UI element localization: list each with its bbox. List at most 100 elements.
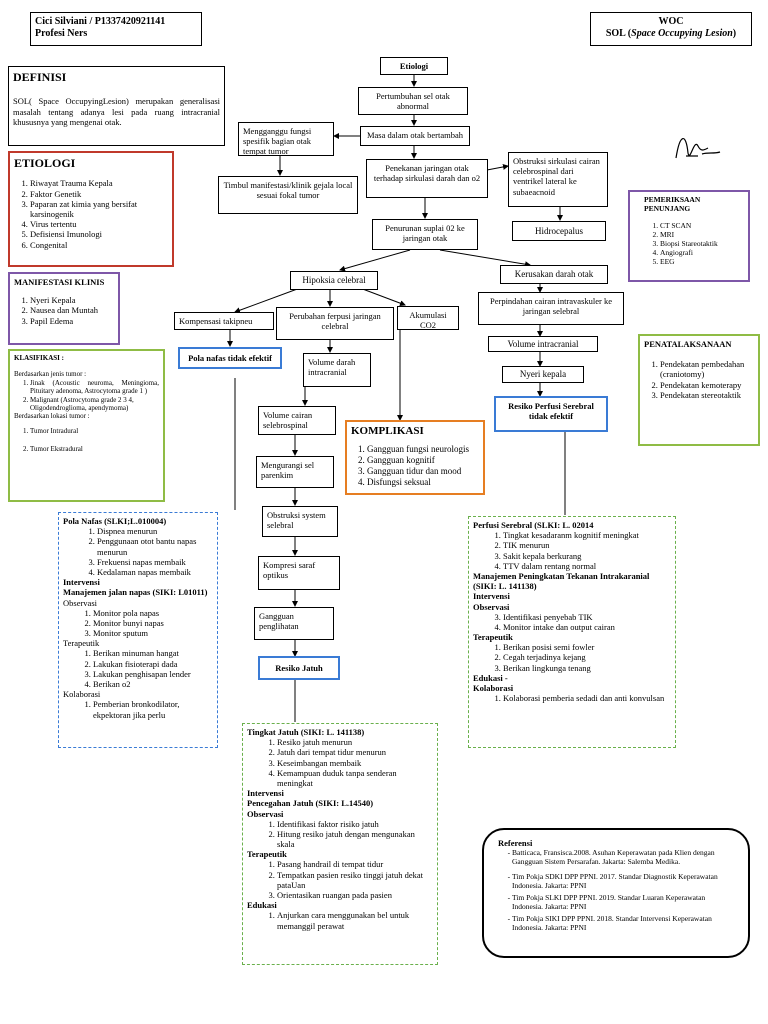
pola-ter-item: Berikan minuman hangat — [93, 648, 213, 658]
pemeriksaan-item: CT SCAN — [660, 221, 744, 230]
pola-observasi: Observasi — [63, 597, 97, 608]
flow-pola-nafas: Pola nafas tidak efektif — [178, 347, 282, 369]
flow-gangguan: Gangguan penglihatan — [254, 607, 334, 640]
jatuh-pencegahan: Pencegahan Jatuh (SIKI: L.14540) — [247, 798, 374, 809]
flow-perpindahan: Perpindahan cairan intravaskuler ke jari… — [478, 292, 624, 325]
jatuh-outcome: Kemampuan duduk tanpa senderan meningkat — [277, 768, 433, 788]
jatuh-terapeutik: Terapeutik — [247, 849, 287, 860]
definisi-box: DEFINISI SOL( Space OccupyingLesion) mer… — [8, 66, 225, 146]
klasifikasi-box: KLASIFIKASI : Berdasarkan jenis tumor : … — [8, 349, 165, 502]
pemeriksaan-item: MRI — [660, 230, 744, 239]
pola-kol-item: Pemberian bronkodilator, ekpektoran jika… — [93, 699, 213, 719]
jatuh-title: Tingkat Jatuh (SIKI: L. 141138) — [247, 727, 365, 737]
perfusi-terapeutik: Terapeutik — [473, 632, 513, 643]
pola-ter-item: Berikan o2 — [93, 679, 213, 689]
perfusi-ter-item: Cegah terjadinya kejang — [503, 652, 671, 662]
jatuh-ter-item: Orientasikan ruangan pada pasien — [277, 890, 433, 900]
klasifikasi-lokasi-label: Berdasarkan lokasi tumor : — [14, 412, 90, 421]
pola-ter-item: Lakukan fisioterapi dada — [93, 659, 213, 669]
referensi-title: Referensi — [498, 838, 533, 848]
perfusi-ter-item: Berikan posisi semi fowler — [503, 642, 671, 652]
woc-subtitle: SOL (Space Occupying Lesion) — [605, 28, 737, 39]
manifestasi-item: Nausea dan Muntah — [30, 305, 114, 315]
flow-resiko-jatuh: Resiko Jatuh — [258, 656, 340, 680]
jatuh-ter-item: Tempatkan pasien resiko tinggi jatuh dek… — [277, 870, 433, 890]
flow-resiko-perfusi: Resiko Perfusi Serebral tidak efektif — [494, 396, 608, 432]
etiologi-box: ETIOLOGI Riwayat Trauma Kepala Faktor Ge… — [8, 151, 174, 267]
etiologi-item: Paparan zat kimia yang bersifat karsinog… — [30, 199, 168, 219]
perfusi-outcome: TTV dalam rentang normal — [503, 561, 671, 571]
flow-hipoksia: Hipoksia celebral — [290, 271, 378, 290]
jatuh-outcome: Resiko jatuh menurun — [277, 737, 433, 747]
referensi-item: Tim Pokja SIKI DPP PPNI. 2018. Standar I… — [512, 914, 734, 932]
penatalaksanaan-item: Pendekatan kemoterapy — [660, 380, 754, 390]
perfusi-kolaborasi: Kolaborasi — [473, 683, 514, 693]
pola-outcome: Kedalaman napas membaik — [97, 567, 213, 577]
manifestasi-item: Nyeri Kepala — [30, 295, 114, 305]
definisi-text: SOL( Space OccupyingLesion) merupakan ge… — [13, 96, 220, 127]
referensi-box: Referensi Batticaca, Fransisca.2008. Asu… — [482, 828, 750, 958]
flow-obstruksi-system: Obstruksi system selebral — [262, 506, 338, 537]
flow-volume-cairan: Volume cairan selebrospinal — [258, 406, 336, 435]
jatuh-ter-item: Pasang handrail di tempat tidur — [277, 859, 433, 869]
etiologi-item: Riwayat Trauma Kepala — [30, 178, 168, 188]
jatuh-obs-item: Hitung resiko jatuh dengan mengunakan sk… — [277, 829, 433, 849]
perfusi-kol-item: Kolaborasi pemberia sedadi dan anti konv… — [503, 693, 671, 703]
manifestasi-item: Papil Edema — [30, 316, 114, 326]
tingkat-jatuh-detail: Tingkat Jatuh (SIKI: L. 141138) Resiko j… — [242, 723, 438, 965]
pola-obs-item: Monitor pola napas — [93, 608, 213, 618]
klasifikasi-jenis-item: Jinak (Acoustic neuroma, Meningioma, Pit… — [30, 379, 159, 396]
definisi-title: DEFINISI — [13, 70, 67, 84]
perfusi-obs-item: Monitor intake dan output cairan — [503, 622, 671, 632]
flow-volume-intra: Volume intracranial — [488, 336, 598, 352]
flow-kompresi: Kompresi saraf optikus — [258, 556, 340, 590]
komplikasi-item: Disfungsi seksual — [367, 477, 479, 488]
woc-label: WOC — [658, 16, 684, 27]
perfusi-outcome: Sakit kepala berkurang — [503, 551, 671, 561]
pemeriksaan-item: Angiografi — [660, 248, 744, 257]
perfusi-title: Perfusi Serebral (SLKI: L. 02014 — [473, 520, 594, 530]
perfusi-observasi: Observasi — [473, 601, 510, 612]
pemeriksaan-title: PEMERIKSAAN PENUNJANG — [644, 195, 701, 213]
flow-pertumbuhan: Pertumbuhan sel otak abnormal — [358, 87, 468, 115]
pemeriksaan-box: PEMERIKSAAN PENUNJANG CT SCAN MRI Biopsi… — [628, 190, 750, 282]
flow-perubahan: Perubahan ferpusi jaringan celebral — [276, 307, 394, 340]
flow-kerusakan: Kerusakan darah otak — [500, 265, 608, 284]
etiologi-item: Faktor Genetik — [30, 189, 168, 199]
pola-title: Pola Nafas (SLKI;L.010004) — [63, 516, 167, 526]
jatuh-outcome: Keseimbangan membaik — [277, 758, 433, 768]
pola-manajemen: Manajemen jalan napas (SIKI: L01011) — [63, 587, 208, 598]
author-box: Cici Silviani / P1337420921141 Profesi N… — [30, 12, 202, 46]
pola-intervensi: Intervensi — [63, 577, 100, 588]
penatalaksanaan-item: Pendekatan pembedahan (craniotomy) — [660, 359, 754, 379]
jatuh-observasi: Observasi — [247, 808, 284, 819]
flow-volume-darah: Volume darah intracranial — [303, 353, 371, 387]
jatuh-edu-item: Anjurkan cara menggunakan bel untuk mema… — [277, 910, 433, 930]
flow-penurunan: Penurunan suplai 02 ke jaringan otak — [372, 219, 478, 250]
jatuh-obs-item: Identifikasi faktor risiko jatuh — [277, 819, 433, 829]
komplikasi-item: Gangguan fungsi neurologis — [367, 444, 479, 455]
referensi-item: Tim Pokja SLKI DPP PPNI. 2019. Standar L… — [512, 893, 734, 911]
perfusi-detail: Perfusi Serebral (SLKI: L. 02014 Tingkat… — [468, 516, 676, 748]
flow-nyeri: Nyeri kepala — [502, 366, 584, 383]
jatuh-intervensi: Intervensi — [247, 788, 284, 799]
etiologi-title: ETIOLOGI — [14, 156, 76, 170]
flow-etiologi: Etiologi — [380, 57, 448, 75]
referensi-item: Tim Pokja SDKI DPP PPNI. 2017. Standar D… — [512, 872, 734, 890]
jatuh-edukasi: Edukasi — [247, 900, 277, 911]
flow-mengganggu: Mengganggu fungsi spesifik bagian otak t… — [238, 122, 334, 156]
pola-kolaborasi: Kolaborasi — [63, 689, 101, 700]
author-program: Profesi Ners — [35, 28, 88, 39]
klasifikasi-title: KLASIFIKASI : — [14, 354, 64, 362]
woc-title-box: WOC SOL (Space Occupying Lesion) — [590, 12, 752, 46]
komplikasi-title: KOMPLIKASI — [351, 425, 424, 437]
flow-penekanan: Penekanan jaringan otak terhadap sirkula… — [366, 159, 488, 198]
penatalaksanaan-item: Pendekatan stereotaktik — [660, 390, 754, 400]
pola-ter-item: Lakukan penghisapan lender — [93, 669, 213, 679]
manifestasi-title: MANIFESTASI KLINIS — [14, 277, 105, 287]
perfusi-ter-item: Berikan lingkunga tenang — [503, 663, 671, 673]
perfusi-outcome: Tingkat kesadaranm kognitif meningkat — [503, 530, 671, 540]
perfusi-obs-item: Identifikasi penyebab TIK — [503, 612, 671, 622]
flow-masa: Masa dalam otak bertambah — [360, 126, 470, 146]
perfusi-manajemen: Manajemen Peningkatan Tekanan Intrakaran… — [473, 570, 650, 592]
